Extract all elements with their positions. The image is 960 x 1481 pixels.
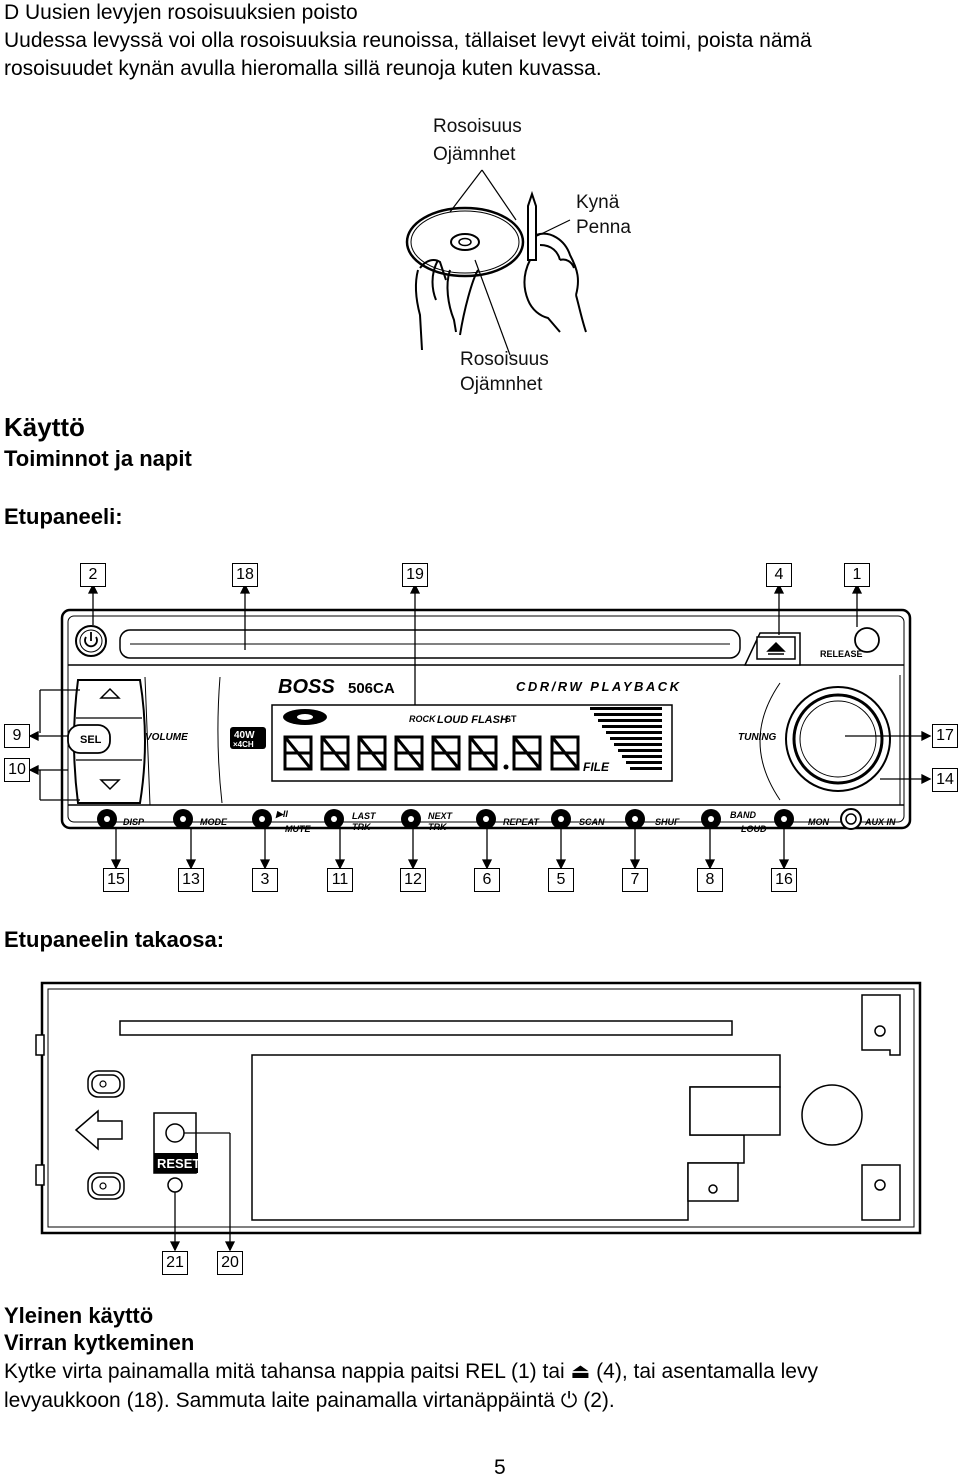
btn-mute[interactable]: MUTE xyxy=(285,824,311,834)
callout-top-0: 2 xyxy=(80,563,106,587)
btn-loud[interactable]: LOUD xyxy=(741,824,767,834)
btn-shuf[interactable]: SHUF xyxy=(655,817,680,827)
st-label: ST xyxy=(505,714,517,724)
callout-bottom-8: 8 xyxy=(697,868,723,892)
usage-title: Käyttö xyxy=(4,412,85,442)
callout-right-0: 17 xyxy=(932,724,958,748)
volume-up-icon xyxy=(99,687,121,699)
btn-disp[interactable]: DISP xyxy=(123,817,145,827)
page-number: 5 xyxy=(494,1456,506,1479)
playback-label: CDR/RW PLAYBACK xyxy=(516,679,682,694)
callout-right-1: 14 xyxy=(932,768,958,792)
callout-back-0: 21 xyxy=(162,1251,188,1275)
sel-label: SEL xyxy=(80,734,102,746)
front-panel-drawing: BOSS 506CA CDR/RW PLAYBACK RELEASE SEL V… xyxy=(28,583,932,870)
brand-logo: BOSS xyxy=(278,676,335,698)
callout-top-4: 1 xyxy=(844,563,870,587)
disc-top-label-2: Ojämnhet xyxy=(433,144,516,165)
general-line-2: levyaukkoon (18). Sammuta laite painamal… xyxy=(4,1389,615,1412)
btn-play-pause[interactable]: ▶II xyxy=(275,809,288,819)
disc-bottom-label-2: Ojämnhet xyxy=(460,374,543,395)
btn-mon[interactable]: MON xyxy=(808,817,829,827)
disc-figure xyxy=(390,110,690,400)
callout-bottom-2: 3 xyxy=(252,868,278,892)
callout-left-0: 9 xyxy=(4,724,30,748)
pen-label-2: Penna xyxy=(576,217,631,238)
arrow-left-icon xyxy=(74,1109,123,1151)
btn-band[interactable]: BAND xyxy=(730,810,756,820)
disc-top-label-1: Rosoisuus xyxy=(433,116,522,137)
power-icon xyxy=(84,636,98,648)
volume-label: VOLUME xyxy=(145,732,188,743)
callout-top-1: 18 xyxy=(232,563,258,587)
btn-last-1[interactable]: LAST xyxy=(352,811,377,821)
file-label: FILE xyxy=(583,760,610,774)
disc-illustration xyxy=(405,169,587,356)
btn-next-2[interactable]: TRK xyxy=(428,822,448,832)
power-badge-1: 40W xyxy=(234,730,255,741)
usage-subtitle: Toiminnot ja napit xyxy=(4,446,192,471)
front-panel-diagram: BOSS 506CA CDR/RW PLAYBACK RELEASE SEL V… xyxy=(0,555,960,900)
btn-repeat[interactable]: REPEAT xyxy=(503,817,540,827)
pen-label-1: Kynä xyxy=(576,192,620,213)
callout-bottom-1: 13 xyxy=(178,868,204,892)
callout-bottom-4: 12 xyxy=(400,868,426,892)
volume-down-icon xyxy=(99,779,121,791)
btn-next-1[interactable]: NEXT xyxy=(428,811,454,821)
eject-icon xyxy=(766,641,786,655)
model-label: 506CA xyxy=(348,680,395,697)
reset-label: RESET xyxy=(157,1156,200,1171)
btn-last-2[interactable]: TRK xyxy=(352,822,372,832)
callout-bottom-5: 6 xyxy=(474,868,500,892)
callout-left-1: 10 xyxy=(4,758,30,782)
back-panel-drawing: RESET xyxy=(35,981,922,1252)
loud-flash-label: LOUD FLASH xyxy=(437,714,509,726)
callout-bottom-0: 15 xyxy=(103,868,129,892)
tuning-label: TUNING xyxy=(738,732,777,743)
callout-back-1: 20 xyxy=(217,1251,243,1275)
section-heading: D Uusien levyjen rosoisuuksien poisto xyxy=(4,1,358,24)
general-line-1: Kytke virta painamalla mitä tahansa napp… xyxy=(4,1360,818,1383)
callout-top-3: 4 xyxy=(766,563,792,587)
back-panel-diagram: RESET 21 20 xyxy=(0,975,960,1280)
callout-bottom-9: 16 xyxy=(771,868,797,892)
release-label: RELEASE xyxy=(820,649,863,659)
power-badge-2: ×4CH xyxy=(233,740,254,749)
callout-bottom-6: 5 xyxy=(548,868,574,892)
btn-scan[interactable]: SCAN xyxy=(579,817,605,827)
general-title: Yleinen käyttö xyxy=(4,1303,154,1328)
general-subtitle: Virran kytkeminen xyxy=(4,1330,195,1355)
intro-line-2: rosoisuudet kynän avulla hieromalla sill… xyxy=(4,57,602,80)
btn-mode[interactable]: MODE xyxy=(200,817,228,827)
intro-line-1: Uudessa levyssä voi olla rosoisuuksia re… xyxy=(4,29,812,52)
callout-top-2: 19 xyxy=(402,563,428,587)
aux-in-label: AUX IN xyxy=(864,817,896,827)
callout-bottom-7: 7 xyxy=(622,868,648,892)
back-panel-label: Etupaneelin takaosa: xyxy=(4,927,225,952)
rock-label: ROCK xyxy=(409,714,437,724)
callout-bottom-3: 11 xyxy=(327,868,353,892)
disc-bottom-label-1: Rosoisuus xyxy=(460,349,549,370)
front-panel-label: Etupaneeli: xyxy=(4,504,123,529)
